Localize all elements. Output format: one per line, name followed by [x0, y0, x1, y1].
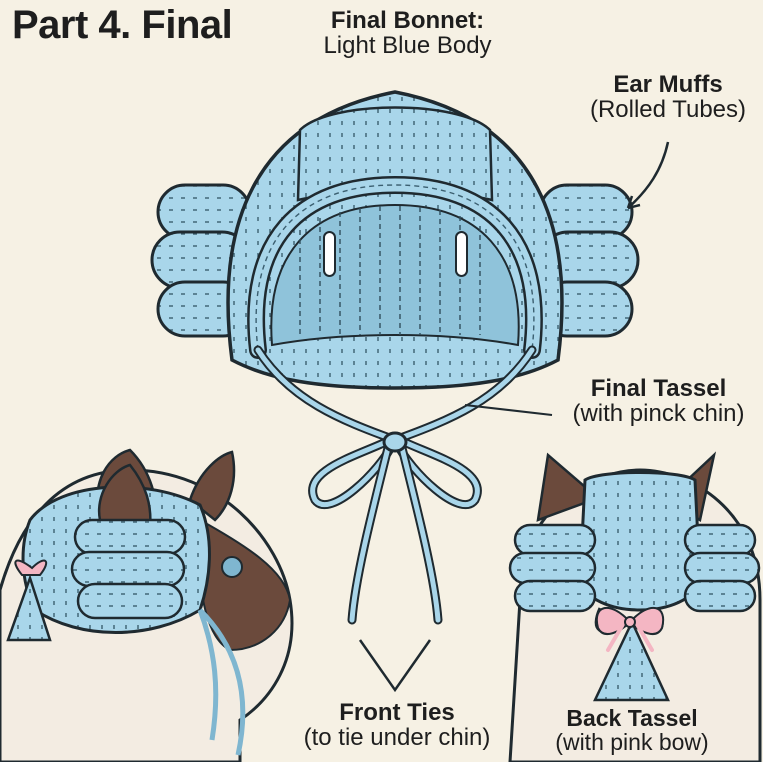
back-bonnet — [580, 473, 700, 611]
front-ties — [258, 350, 532, 620]
side-ear-muff — [72, 520, 185, 618]
label-final-tassel-title: Final Tassel — [556, 376, 761, 401]
label-back-tassel: Back Tassel (with pink bow) — [532, 706, 732, 754]
label-front-ties: Front Ties (to tie under chin) — [282, 700, 512, 750]
label-back-tassel-title: Back Tassel — [532, 706, 732, 730]
front-ties-pointer — [360, 640, 430, 690]
page-title: Part 4. Final — [12, 4, 232, 46]
cat-side-view — [0, 450, 292, 762]
label-final-bonnet-sub: Light Blue Body — [300, 33, 515, 58]
label-ear-muffs: Ear Muffs (Rolled Tubes) — [578, 72, 758, 122]
label-final-tassel: Final Tassel (with pinck chin) — [556, 376, 761, 426]
label-final-bonnet: Final Bonnet: Light Blue Body — [300, 8, 515, 58]
label-ear-muffs-title: Ear Muffs — [578, 72, 758, 97]
right-ear-hole — [456, 232, 467, 276]
label-final-tassel-sub: (with pinck chin) — [556, 401, 761, 426]
label-back-tassel-sub: (with pink bow) — [532, 730, 732, 754]
cat-eye — [222, 557, 242, 577]
label-final-bonnet-title: Final Bonnet: — [300, 8, 515, 33]
label-front-ties-title: Front Ties — [282, 700, 512, 725]
ear-muffs-arrow — [628, 142, 668, 208]
label-front-ties-sub: (to tie under chin) — [282, 725, 512, 750]
label-ear-muffs-sub: (Rolled Tubes) — [578, 97, 758, 122]
left-ear-hole — [324, 232, 335, 276]
final-tassel-line — [465, 405, 552, 415]
